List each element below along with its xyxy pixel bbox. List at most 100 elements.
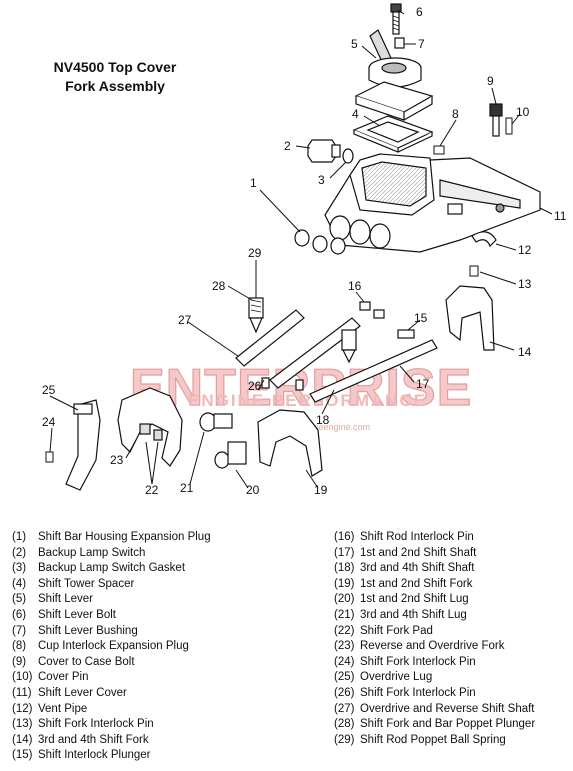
legend-item: (25)Overdrive Lug xyxy=(334,670,535,686)
part-poppet-plungers-springs xyxy=(248,297,357,364)
callout-3: 3 xyxy=(318,173,325,187)
part-1st-2nd-shift-fork xyxy=(257,409,323,477)
legend-item-number: (19) xyxy=(334,577,355,590)
legend-item-number: (24) xyxy=(334,655,355,668)
callout-25: 25 xyxy=(42,383,56,397)
diagram-title-line1: NV4500 Top Cover xyxy=(53,59,177,75)
legend-item-label: Shift Bar Housing Expansion Plug xyxy=(38,531,211,543)
legend-item-label: 3rd and 4th Shift Shaft xyxy=(360,562,475,575)
legend-item: (2)Backup Lamp Switch xyxy=(12,546,211,562)
legend-item-number: (3) xyxy=(12,562,27,575)
legend-item-label: Shift Fork Interlock Pin xyxy=(360,655,476,668)
legend-item: (1) Shift Bar Housing Expansion Plug xyxy=(12,530,211,546)
part-shift-lever xyxy=(368,29,422,88)
legend-item-number: (6) xyxy=(12,608,27,621)
legend-item: (3) Backup Lamp Switch Gasket xyxy=(12,561,211,577)
legend-item: (8)Cup Interlock Expansion Plug xyxy=(12,639,211,655)
parts-legend-right: (16) Shift Rod Interlock Pin (17)1st and 2… xyxy=(334,530,535,748)
legend-item-number: (28) xyxy=(334,718,355,731)
callout-2: 2 xyxy=(284,139,291,153)
legend-item: (14)3rd and 4th Shift Fork xyxy=(12,733,211,749)
callout-14: 14 xyxy=(518,345,532,359)
diagram-title-line2: Fork Assembly xyxy=(65,78,165,94)
part-interlock-plunger xyxy=(397,329,415,339)
callout-9: 9 xyxy=(487,74,494,88)
legend-item: (27) Overdrive and Reverse Shift Shaft xyxy=(334,702,535,718)
legend-item: (5)Shift Lever xyxy=(12,592,211,608)
callout-18: 18 xyxy=(316,413,330,427)
legend-item-number: (22) xyxy=(334,624,355,637)
callout-27: 27 xyxy=(178,313,192,327)
legend-item-number: (1) xyxy=(12,531,27,543)
legend-item-number: (4) xyxy=(12,577,27,590)
part-shift-tower xyxy=(354,81,434,121)
legend-item-number: (18) xyxy=(334,562,355,575)
parts-legend-left: (1) Shift Bar Housing Expansion Plug (2)Ba… xyxy=(12,530,211,764)
legend-item-number: (21) xyxy=(334,608,355,621)
callout-10: 10 xyxy=(516,105,530,119)
part-fork-interlock-pin-24 xyxy=(45,451,54,463)
part-reverse-overdrive-fork xyxy=(117,387,183,467)
legend-item-number: (12) xyxy=(12,702,33,715)
part-3rd-4th-shift-shaft xyxy=(269,317,361,389)
legend-item-number: (10) xyxy=(12,671,33,684)
callout-20: 20 xyxy=(246,483,260,497)
legend-item-label: Overdrive and Reverse Shift Shaft xyxy=(360,702,535,715)
legend-item: (11) Shift Lever Cover xyxy=(12,686,211,702)
callout-24: 24 xyxy=(42,415,56,429)
callout-4: 4 xyxy=(352,107,359,121)
callout-1: 1 xyxy=(250,176,257,190)
legend-item: (13)Shift Fork Interlock Pin xyxy=(12,717,211,733)
legend-item-number: (16) xyxy=(334,531,355,543)
legend-item: (15) Shift Interlock Plunger xyxy=(12,748,211,764)
legend-item-number: (27) xyxy=(334,702,355,715)
legend-item-label: Shift Interlock Plunger xyxy=(38,749,151,762)
legend-item: (23)Reverse and Overdrive Fork xyxy=(334,639,535,655)
callout-16: 16 xyxy=(348,279,362,293)
legend-item-number: (15) xyxy=(12,749,33,762)
legend-item-label: Shift Lever xyxy=(38,593,93,606)
legend-item: (16) Shift Rod Interlock Pin xyxy=(334,530,535,546)
legend-item-label: Shift Lever Cover xyxy=(38,686,127,699)
callout-29: 29 xyxy=(248,246,262,260)
legend-item: (29) Shift Rod Poppet Ball Spring xyxy=(334,733,535,749)
part-rod-interlock-pins xyxy=(359,301,385,319)
legend-item: (19) 1st and 2nd Shift Fork xyxy=(334,577,535,593)
part-expansion-plugs xyxy=(294,229,346,255)
part-3rd-4th-shift-fork xyxy=(445,285,495,351)
part-shift-lever-bolt xyxy=(390,3,402,35)
legend-item-label: Shift Rod Poppet Ball Spring xyxy=(360,733,506,746)
legend-item-label: 1st and 2nd Shift Lug xyxy=(360,593,469,606)
legend-item-label: 3rd and 4th Shift Lug xyxy=(360,608,467,621)
legend-item-label: Shift Rod Interlock Pin xyxy=(360,531,474,543)
legend-item-label: Backup Lamp Switch Gasket xyxy=(38,562,186,575)
legend-item-label: Shift Lever Bolt xyxy=(38,608,116,621)
part-shift-tower-spacer xyxy=(352,115,434,153)
callout-17: 17 xyxy=(416,377,430,391)
part-switch-gasket xyxy=(342,148,354,164)
callout-21: 21 xyxy=(180,481,194,495)
legend-item-number: (9) xyxy=(12,655,27,668)
legend-item-label: Shift Fork and Bar Poppet Plunger xyxy=(360,718,536,731)
part-cover-to-case-bolt xyxy=(489,103,503,137)
legend-item-number: (20) xyxy=(334,593,355,606)
legend-item-number: (14) xyxy=(12,733,33,746)
legend-item-label: Backup Lamp Switch xyxy=(38,546,146,559)
legend-item-number: (11) xyxy=(12,686,32,699)
part-shift-fork-interlock-pin-13 xyxy=(469,265,479,277)
callout-26: 26 xyxy=(248,379,262,393)
callout-13: 13 xyxy=(518,277,532,291)
legend-item-label: 1st and 2nd Shift Fork xyxy=(360,577,473,590)
part-1st-2nd-shift-lug xyxy=(214,441,247,469)
legend-item: (17)1st and 2nd Shift Shaft xyxy=(334,546,535,562)
part-shift-lever-cover xyxy=(324,153,541,253)
part-backup-lamp-switch xyxy=(307,139,341,163)
legend-item-label: Shift Fork Interlock Pin xyxy=(360,686,476,699)
legend-item: (6) Shift Lever Bolt xyxy=(12,608,211,624)
legend-item-number: (13) xyxy=(12,718,33,731)
legend-item: (4)Shift Tower Spacer xyxy=(12,577,211,593)
part-shift-lever-bushing xyxy=(394,37,405,49)
callout-5: 5 xyxy=(351,37,358,51)
legend-item-number: (29) xyxy=(334,733,355,746)
legend-item: (7)Shift Lever Bushing xyxy=(12,624,211,640)
